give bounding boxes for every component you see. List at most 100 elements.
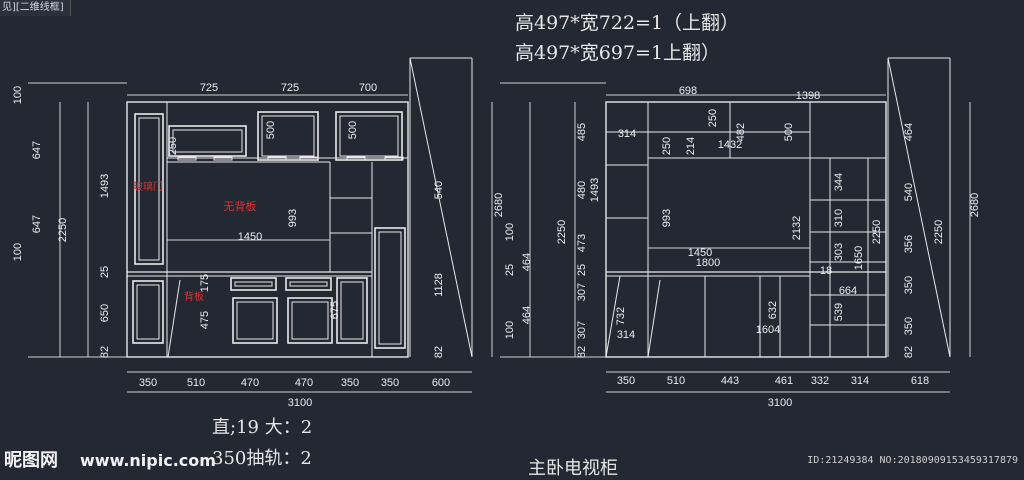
r-in-314b: 314	[617, 329, 635, 341]
r-left-dim-0: 485	[576, 123, 588, 141]
left-tall-column	[126, 101, 168, 358]
r-in-539: 539	[833, 303, 845, 321]
r-in-214: 214	[685, 137, 697, 155]
drawer-2-inset	[289, 281, 328, 287]
r-left-dim-3: 473	[576, 234, 588, 252]
r-in-1432: 1432	[718, 139, 742, 151]
r-bottom-dim-0: 350	[617, 375, 635, 387]
r-top-dim-1: 1398	[796, 90, 820, 102]
rail-note: 350抽轨：2	[212, 448, 312, 469]
r-bottom-dim-3: 461	[775, 375, 793, 387]
lower-door-3	[336, 277, 368, 344]
r-in-310: 310	[833, 209, 845, 227]
left-right-dim-2: 82	[433, 346, 445, 358]
inner-500a: 500	[265, 121, 277, 139]
drawing-title: 主卧电视柜	[528, 458, 618, 479]
r-left-dim-5: 307	[576, 283, 588, 301]
drawing-geometry	[28, 57, 971, 393]
handle-4	[346, 156, 366, 161]
r-in-1450: 1450	[688, 247, 712, 259]
inner-993: 993	[287, 209, 299, 227]
lower-door-3-inset	[340, 281, 364, 340]
right-tall-door	[374, 227, 406, 349]
r-left-dim-1: 480	[576, 181, 588, 199]
lower-door-2	[287, 297, 333, 344]
handle-2	[267, 156, 287, 161]
left-right-dim-1: 1128	[433, 273, 445, 297]
left-bottom-dim-3: 470	[295, 377, 313, 389]
r-left-outer-0: 100	[504, 223, 516, 241]
hinge-note: 直;19 大：2	[212, 417, 313, 438]
left-bottom-dim-0: 350	[139, 377, 157, 389]
left-lower-door	[132, 280, 164, 344]
r-in-250b: 250	[707, 109, 719, 127]
handle-1	[213, 156, 233, 161]
r-left-dim-2: 1493	[589, 178, 601, 202]
r-bottom-dim-1: 510	[667, 375, 685, 387]
inner-675: 675	[329, 301, 341, 319]
left-bottom-dim-1: 510	[187, 377, 205, 389]
r-in-482: 482	[735, 123, 747, 141]
top-flap-1	[168, 125, 247, 157]
r-side-diag	[887, 57, 951, 358]
spec-line-1: 高497*宽722=1（上翻）	[515, 12, 740, 34]
top-flap-2-inset	[261, 115, 315, 157]
drawer-1	[230, 277, 277, 291]
r-left-outer-4: 100	[504, 321, 516, 339]
handle-0	[177, 156, 197, 161]
viewport-tab[interactable]: 见][二维线框]	[0, 0, 71, 16]
r-bottom-dim-6: 618	[911, 375, 929, 387]
r-in-2132: 2132	[791, 216, 803, 240]
r-left-total: 2250	[556, 220, 568, 244]
r-right-dim-0: 464	[903, 123, 915, 141]
left-top-dim-2: 725	[281, 82, 299, 94]
r-total-width: 3100	[768, 397, 792, 409]
r-top-dim-0: 698	[679, 85, 697, 97]
left-bottom-dim-6: 600	[432, 377, 450, 389]
inner-475: 475	[199, 311, 211, 329]
left-vert-dim-3: 647	[31, 215, 43, 233]
r-in-993: 993	[661, 209, 673, 227]
r-right-total: 2680	[969, 193, 981, 217]
side-diagonal	[409, 57, 473, 358]
r-bottom-dim-4: 332	[811, 375, 829, 387]
r-in-664: 664	[839, 285, 857, 297]
left-glass-door-inset	[138, 117, 160, 261]
r-in-303: 303	[833, 243, 845, 261]
r-left-outer-1: 464	[521, 253, 533, 271]
left-bottom-dim-4: 350	[341, 377, 359, 389]
top-flap-2	[257, 111, 319, 161]
left-glass-door	[134, 113, 164, 265]
left-top-dim-3: 700	[359, 82, 377, 94]
r-diag	[647, 279, 661, 358]
left-vert-dim-0: 100	[12, 86, 24, 104]
left-bottom-dim-5: 350	[381, 377, 399, 389]
r-right-dim-1: 540	[903, 183, 915, 201]
left-vert-dim-5: 25	[99, 266, 111, 278]
r-left-dim-4: 25	[576, 264, 588, 276]
r-in-314: 314	[618, 128, 636, 140]
top-flap-3-inset	[339, 115, 399, 157]
r-in-2250: 2250	[871, 220, 883, 244]
label-back-panel: 背板	[184, 290, 204, 303]
right-tall-door-inset	[378, 231, 402, 345]
handle-3	[299, 156, 319, 161]
spec-line-2: 高497*宽697=1上翻）	[515, 42, 721, 64]
r-in-500: 500	[783, 123, 795, 141]
r-in-632: 632	[767, 301, 779, 319]
left-bottom-dim-2: 470	[241, 377, 259, 389]
handle-5	[384, 156, 404, 161]
r-right-dim-3: 350	[903, 276, 915, 294]
r-in-1604: 1604	[756, 324, 780, 336]
r-left-dim-7: 82	[576, 346, 588, 358]
left-lower-door-inset	[136, 284, 160, 340]
r-diag-2	[605, 275, 621, 358]
r-left-outer-3: 464	[521, 306, 533, 324]
left-total-width: 3100	[288, 397, 312, 409]
watermark-id: ID:21249384 NO:20180909153459317879	[807, 455, 1018, 466]
r-bottom-dim-2: 443	[721, 375, 739, 387]
drawer-1-inset	[234, 281, 273, 287]
r-right-dim-4: 350	[903, 317, 915, 335]
r-in-1800: 1800	[696, 257, 720, 269]
label-glass-door: 玻璃门	[133, 180, 163, 193]
